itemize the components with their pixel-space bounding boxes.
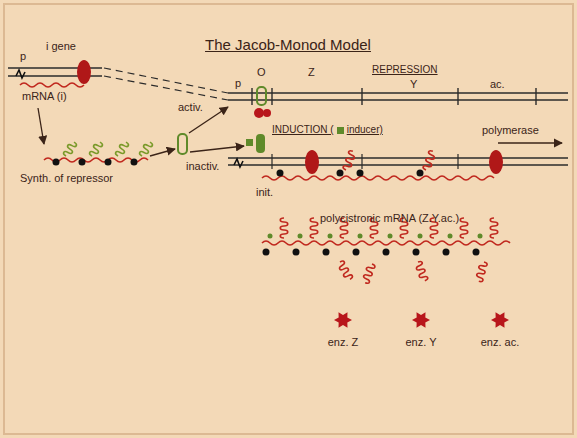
gene-label: i gene xyxy=(46,40,76,53)
enzyme-label: enz. Y xyxy=(406,336,437,349)
enzyme-label: enz. Z xyxy=(328,336,359,349)
arrow-label: activ. xyxy=(178,101,203,114)
process-label: init. xyxy=(256,186,273,199)
gene-label: ac. xyxy=(490,78,505,91)
process-label: Synth. of repressor xyxy=(20,172,113,185)
state-heading: inducer) xyxy=(347,124,383,136)
promoter-label: p xyxy=(235,77,241,90)
inducer-symbol xyxy=(337,127,344,134)
state-heading: REPRESSION xyxy=(372,64,438,76)
enzyme-label: polymerase xyxy=(482,124,539,137)
mrna-label: polycistronic mRNA (Z.Y.ac.) xyxy=(320,212,459,225)
mrna-label: mRNA (i) xyxy=(22,90,67,103)
arrow-label: inactiv. xyxy=(186,160,219,173)
promoter-label: p xyxy=(20,50,26,63)
state-heading: INDUCTION ( xyxy=(272,124,334,136)
enzyme-label: enz. ac. xyxy=(481,336,520,349)
gene-label: Z xyxy=(308,66,315,79)
slide-title: The Jacob-Monod Model xyxy=(205,36,371,54)
gene-label: Y xyxy=(410,78,417,91)
operator-label: O xyxy=(257,66,266,79)
